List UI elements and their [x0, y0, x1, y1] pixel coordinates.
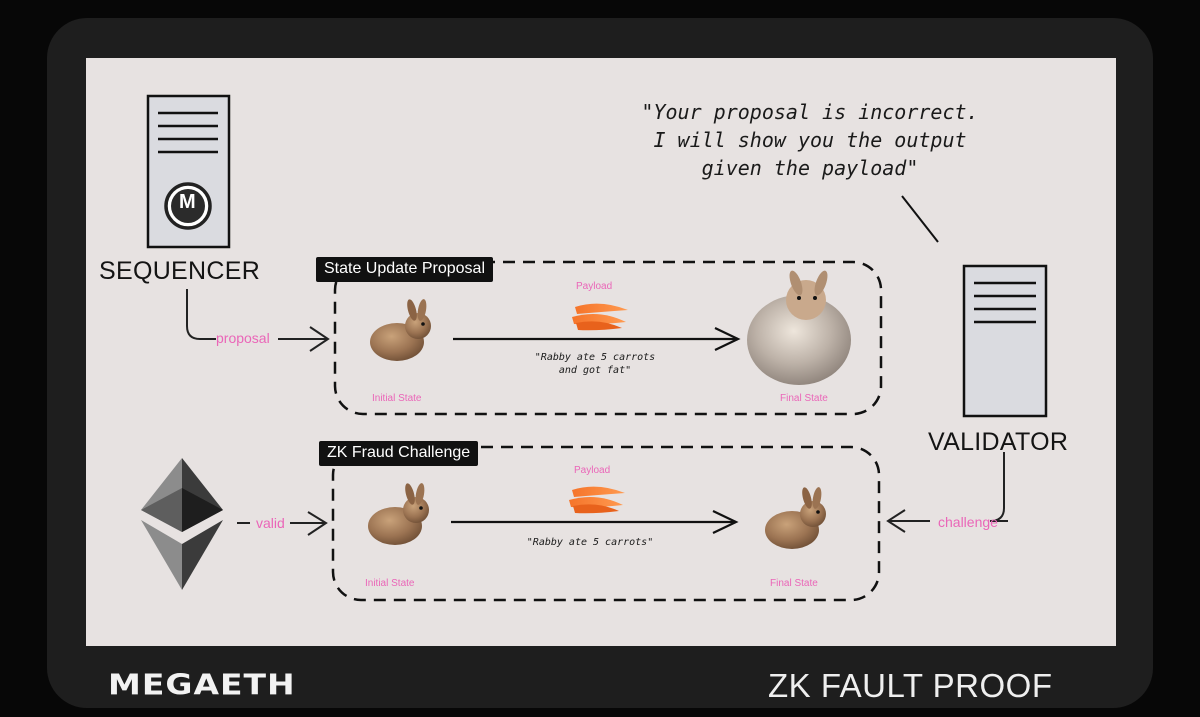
carrot-icon	[569, 486, 625, 514]
proposal-dashed-box	[333, 260, 883, 416]
proposal-caption: "Rabby ate 5 carrots and got fat"	[515, 351, 675, 377]
bunny-initial-icon	[368, 483, 429, 545]
caption-line: and got fat"	[558, 365, 632, 376]
sequencer-label: SEQUENCER	[99, 257, 261, 285]
footer-title: ZK FAULT PROOF	[768, 667, 1053, 704]
valid-connector	[237, 511, 328, 536]
challenge-edge-label: challenge	[938, 514, 998, 530]
challenge-connector	[886, 452, 1008, 533]
ethereum-icon	[141, 458, 223, 590]
challenge-payload-label: Payload	[574, 465, 611, 476]
validator-quote: "Your proposal is incorrect. I will show…	[640, 98, 980, 182]
proposal-transition-arrow	[453, 327, 741, 351]
challenge-final-state-label: Final State	[770, 578, 818, 589]
challenge-initial-state-label: Initial State	[365, 578, 415, 589]
caption-line: "Rabby ate 5 carrots	[534, 352, 656, 363]
challenge-box-title: ZK Fraud Challenge	[319, 441, 479, 466]
challenge-transition-arrow	[451, 510, 739, 534]
proposal-initial-state-label: Initial State	[372, 393, 422, 404]
validator-label: VALIDATOR	[928, 428, 1069, 456]
quote-line: given the payload"	[701, 156, 919, 180]
sequencer-server-icon	[146, 94, 231, 249]
proposal-box-title: State Update Proposal	[316, 257, 493, 282]
bunny-initial-icon	[370, 299, 431, 361]
proposal-payload-label: Payload	[576, 281, 613, 292]
quote-line: I will show you the output	[653, 128, 967, 152]
valid-edge-label: valid	[256, 515, 285, 531]
challenge-caption: "Rabby ate 5 carrots"	[526, 537, 654, 548]
validator-server-icon	[962, 264, 1048, 418]
proposal-connector	[186, 289, 330, 352]
sequencer-logo-letter: M	[179, 191, 196, 213]
proposal-edge-label: proposal	[216, 330, 270, 346]
megaeth-logo: MEGAETH	[108, 668, 296, 702]
proposal-final-state-label: Final State	[780, 393, 828, 404]
speech-pointer-line	[901, 195, 939, 243]
quote-line: "Your proposal is incorrect.	[641, 100, 979, 124]
bunny-final-icon	[765, 487, 826, 549]
carrot-icon	[572, 303, 628, 331]
challenge-dashed-box	[331, 445, 881, 602]
diagram-canvas	[86, 58, 1116, 646]
fat-bunny-final-icon	[747, 270, 851, 385]
